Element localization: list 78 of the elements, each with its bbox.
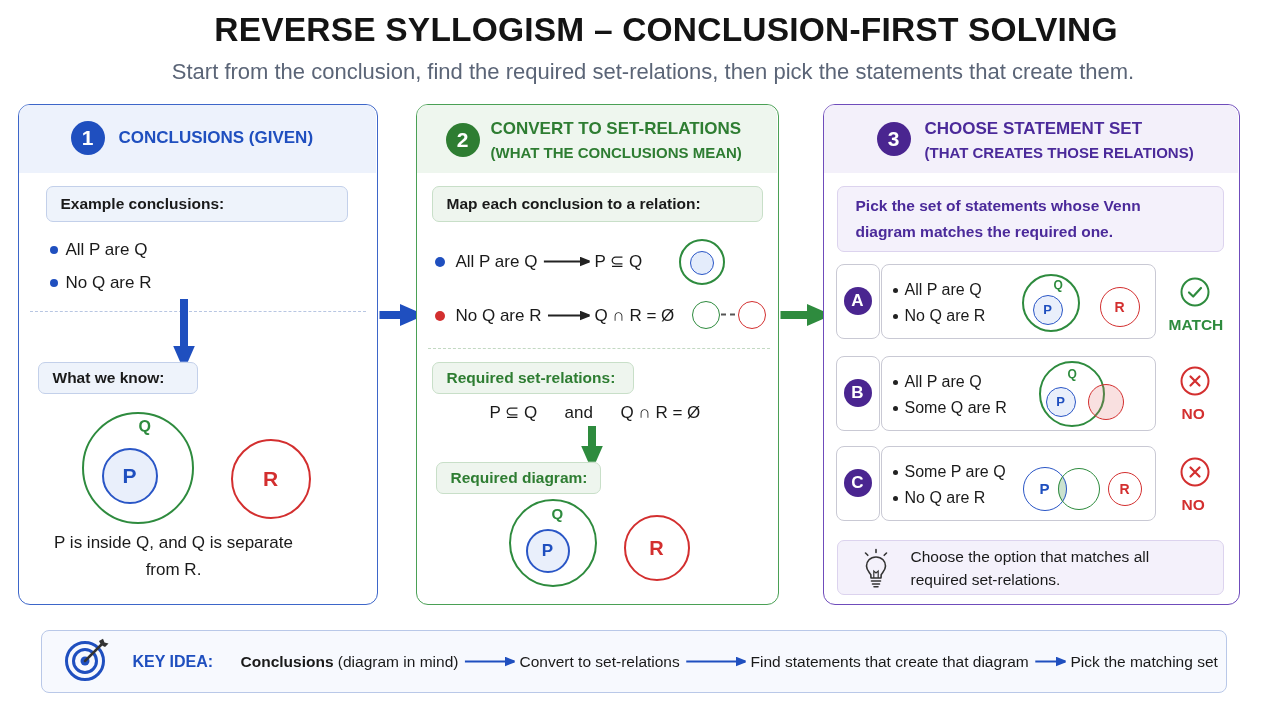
section-label: Required set-relations: <box>431 361 634 394</box>
step-number-badge: 1 <box>70 120 105 155</box>
venn-circle <box>1087 383 1124 420</box>
dashed-line <box>720 313 737 316</box>
panel-title: CHOOSE STATEMENT SET <box>924 117 1143 140</box>
statement-text: All P are Q <box>904 279 982 300</box>
set-label: Q <box>138 418 151 435</box>
venn-circle <box>1038 360 1105 427</box>
status-label: MATCH <box>1168 314 1224 335</box>
option-card <box>880 445 1156 521</box>
panel-subtitle: (THAT CREATES THOSE RELATIONS) <box>924 142 1194 163</box>
set-label: P <box>1039 481 1050 496</box>
panel-title: CONCLUSIONS (GIVEN) <box>118 126 314 149</box>
statement-text: Some P are Q <box>904 461 1006 482</box>
set-relation-text: Q ∩ R = Ø <box>620 401 701 424</box>
list-item: All P are Q <box>65 238 148 261</box>
step-panel <box>18 104 378 605</box>
option-tab <box>835 445 880 521</box>
statement-text: All P are Q <box>450 249 543 274</box>
set-label: R <box>649 537 664 558</box>
section-label: Map each conclusion to a relation: <box>431 185 763 222</box>
flow-step-text: Pick the matching set <box>1065 649 1223 674</box>
page-title: REVERSE SYLLOGISM – CONCLUSION-FIRST SOLVING <box>214 10 1118 50</box>
statement-text: No Q are R <box>450 303 547 328</box>
venn-circle <box>1107 471 1142 506</box>
step-number-badge: 3 <box>876 121 911 156</box>
panel-title: CONVERT TO SET-RELATIONS <box>490 117 742 140</box>
list-item: No Q are R <box>65 271 152 294</box>
venn-circle <box>1045 386 1076 417</box>
option-letter-badge: C <box>843 469 872 497</box>
option-letter-badge: A <box>843 287 872 315</box>
option-card <box>880 263 1156 339</box>
set-relation-text: P ⊆ Q <box>589 249 648 274</box>
set-label: Q <box>551 505 564 521</box>
set-relation-text: P ⊆ Q <box>489 401 538 424</box>
step-number-badge: 2 <box>445 122 480 157</box>
set-label: P <box>541 542 554 559</box>
flow-step-text: Find statements that create that diagram <box>745 649 1034 674</box>
section-label: What we know: <box>37 361 198 394</box>
option-card <box>880 355 1156 431</box>
set-label: Q <box>1067 367 1077 380</box>
option-letter-badge: B <box>843 379 872 407</box>
key-idea-label: KEY IDEA: <box>132 651 214 672</box>
status-label: NO <box>1181 494 1205 515</box>
step-panel <box>416 104 779 605</box>
option-tab <box>835 263 880 339</box>
subtitle: Start from the conclusion, find the required set-relations, then pick the statements that create them. <box>171 59 1135 85</box>
diagram-caption: P is inside Q, and Q is separate from R. <box>53 531 294 581</box>
instruction-note: Pick the set of statements whose Venn diagram matches the required one. <box>836 185 1224 252</box>
set-relation-text: Q ∩ R = Ø <box>589 303 680 328</box>
flow-step-text: Convert to set-relations <box>514 649 685 674</box>
key-idea-bar <box>41 630 1227 693</box>
venn-circle <box>1032 294 1063 325</box>
section-label: Required diagram: <box>435 461 601 494</box>
venn-circle <box>691 300 720 329</box>
set-label: R <box>262 468 279 489</box>
venn-circle <box>689 250 714 275</box>
statement-text: All P are Q <box>904 371 982 392</box>
status-label: NO <box>1181 403 1205 424</box>
set-label: P <box>1056 395 1065 408</box>
set-label: R <box>1114 299 1125 314</box>
option-tab <box>835 355 880 431</box>
flow-step-text: Conclusions (diagram in mind) <box>235 649 464 674</box>
statement-text: No Q are R <box>904 305 986 326</box>
statement-text: Some Q are R <box>904 397 1007 418</box>
set-label: P <box>122 465 137 486</box>
venn-circle <box>737 300 766 329</box>
section-label: Example conclusions: <box>45 185 348 222</box>
tip-text: Choose the option that matches all required set-relations. <box>910 546 1151 590</box>
set-label: P <box>1043 303 1052 316</box>
set-label: Q <box>1053 278 1063 291</box>
connector-word: and <box>564 401 593 424</box>
panel-subtitle: (WHAT THE CONCLUSIONS MEAN) <box>490 142 742 163</box>
venn-circle <box>525 528 570 573</box>
step-panel <box>823 104 1240 605</box>
set-label: R <box>1119 481 1130 496</box>
statement-text: No Q are R <box>904 487 986 508</box>
tip-note <box>836 539 1224 595</box>
